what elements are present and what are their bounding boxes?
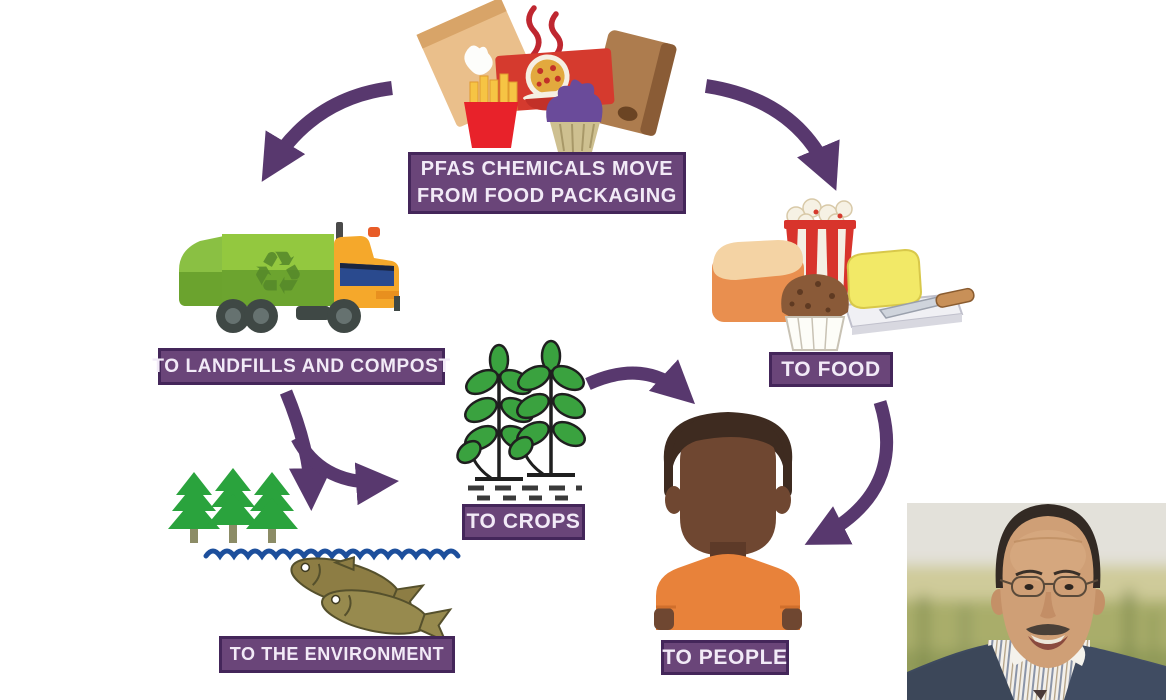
recycle-icon: ♻ <box>251 239 305 309</box>
truck-wheels <box>216 299 361 333</box>
photo-man <box>907 504 1166 700</box>
banner-environment: TO THE ENVIRONMENT <box>219 636 455 673</box>
butter-dish-icon <box>843 248 975 335</box>
garbage-truck-icon: ♻ <box>179 222 400 333</box>
environment-illustration <box>168 468 461 644</box>
fish-icon <box>290 556 453 644</box>
steam-icon <box>526 5 563 59</box>
fries-icon <box>464 73 518 148</box>
person-illustration <box>654 412 802 630</box>
cupcake-icon <box>546 79 603 153</box>
banner-pfas-source: PFAS CHEMICALS MOVE FROM FOOD PACKAGING <box>408 152 686 214</box>
banner-crops: TO CROPS <box>462 504 585 540</box>
arrow-packaging-to-landfills <box>261 81 393 182</box>
banner-pfas-source-line1: PFAS CHEMICALS MOVE <box>420 158 674 180</box>
arrow-packaging-to-food <box>704 79 840 191</box>
portrait-photo <box>907 503 1166 700</box>
food-items-illustration <box>712 198 975 351</box>
glasses-icon <box>999 576 1099 597</box>
trees-icon <box>168 468 298 543</box>
muffin-icon <box>781 274 849 351</box>
crops-illustration <box>451 339 591 501</box>
food-packaging-illustration <box>416 0 677 153</box>
arrow-environment-to-crops <box>291 434 399 506</box>
water-icon <box>203 548 461 561</box>
banner-food: TO FOOD <box>769 352 893 387</box>
arrow-food-to-people <box>804 400 894 545</box>
banner-pfas-source-line2: FROM FOOD PACKAGING <box>417 185 677 207</box>
flow-arrows <box>261 79 894 545</box>
bread-icon <box>712 240 804 322</box>
arrow-crops-to-people <box>585 359 696 405</box>
banner-landfills: TO LANDFILLS AND COMPOST <box>152 348 450 385</box>
banner-people: TO PEOPLE <box>661 640 789 675</box>
